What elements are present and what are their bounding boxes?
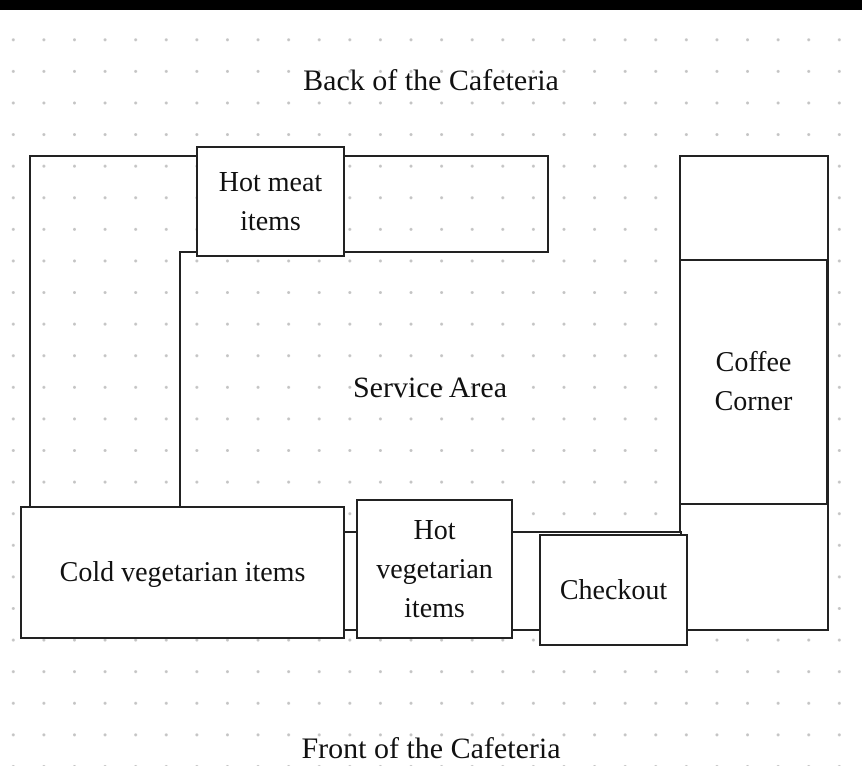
front-of-cafeteria-label: Front of the Cafeteria — [301, 732, 561, 765]
hot-vegetarian-items-label: Hot vegetarian items — [376, 514, 493, 624]
back-of-cafeteria-label: Back of the Cafeteria — [303, 64, 559, 97]
checkout-label: Checkout — [559, 574, 668, 606]
coffee-corner-label: Coffee Corner — [714, 347, 793, 417]
hot-meat-items-label: Hot meat items — [218, 166, 323, 237]
front-connector-left — [342, 531, 358, 631]
service-area-label: Service Area — [352, 371, 508, 404]
cold-vegetarian-items-label: Cold vegetarian items — [59, 557, 306, 588]
hot-vegetarian-items-station: Hot vegetarian items — [356, 499, 513, 639]
checkout-station: Checkout — [539, 534, 688, 646]
top-rule — [0, 0, 862, 10]
coffee-corner-station: Coffee Corner — [679, 259, 828, 505]
cold-vegetarian-items-station: Cold vegetarian items — [20, 506, 345, 639]
hot-meat-items-station: Hot meat items — [196, 146, 345, 257]
back-counter-outline — [29, 155, 549, 506]
